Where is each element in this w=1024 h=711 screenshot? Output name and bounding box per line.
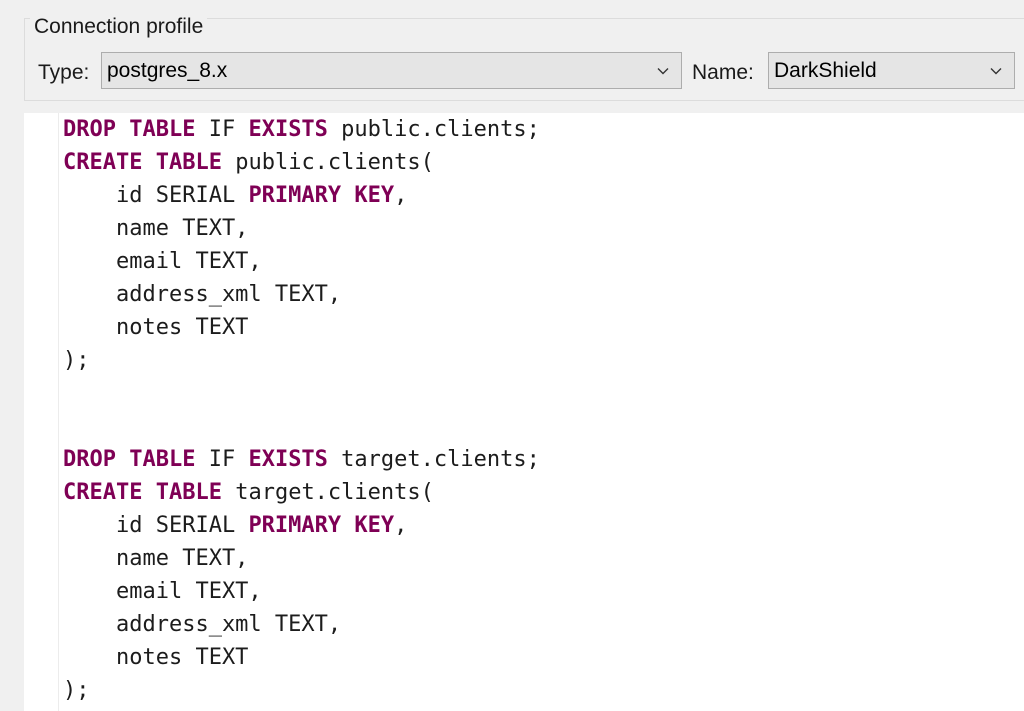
code-line: notes TEXT [63,641,540,674]
connection-profile-legend: Connection profile [30,14,208,40]
code-text: IF [195,447,249,472]
code-line: DROP TABLE IF EXISTS public.clients; [63,113,540,146]
connection-profile-group [24,18,1024,101]
code-text: ); [63,348,90,373]
code-text: id SERIAL [63,183,249,208]
code-line: CREATE TABLE target.clients( [63,476,540,509]
code-text [142,150,155,175]
code-text: ); [63,678,90,703]
code-text [341,513,354,538]
sql-keyword: KEY [354,513,395,538]
code-line: address_xml TEXT, [63,608,540,641]
code-line: ); [63,674,540,707]
sql-keyword: TABLE [129,117,196,142]
sql-keyword: DROP [63,447,116,472]
type-dropdown[interactable]: postgres_8.x [101,52,682,89]
sql-keyword: PRIMARY [248,513,342,538]
editor-gutter [58,113,59,711]
code-text: , [394,513,408,538]
sql-keyword: TABLE [155,150,222,175]
code-line: name TEXT, [63,542,540,575]
sql-keyword: TABLE [155,480,222,505]
code-line: notes TEXT [63,311,540,344]
type-dropdown-value: postgres_8.x [107,59,228,82]
code-line: email TEXT, [63,575,540,608]
chevron-down-icon [657,68,669,75]
code-line: address_xml TEXT, [63,278,540,311]
code-text: notes TEXT [63,315,249,340]
sql-keyword: EXISTS [248,117,328,142]
sql-code[interactable]: DROP TABLE IF EXISTS public.clients;CREA… [63,113,540,707]
code-text: IF [195,117,249,142]
code-line: name TEXT, [63,212,540,245]
code-text: email TEXT, [63,579,262,604]
code-text: public.clients( [221,150,434,175]
code-text: , [394,183,408,208]
sql-keyword: PRIMARY [248,183,342,208]
type-label: Type: [38,61,90,84]
code-text [116,447,129,472]
code-text [116,117,129,142]
sql-keyword: EXISTS [248,447,328,472]
code-line: id SERIAL PRIMARY KEY, [63,179,540,212]
sql-editor[interactable]: DROP TABLE IF EXISTS public.clients;CREA… [24,113,1024,711]
code-text: public.clients; [327,117,540,142]
name-dropdown-value: DarkShield [774,59,877,82]
sql-keyword: TABLE [129,447,196,472]
code-text: email TEXT, [63,249,262,274]
code-text: target.clients( [221,480,434,505]
code-text: name TEXT, [63,216,249,241]
code-line: email TEXT, [63,245,540,278]
code-line: DROP TABLE IF EXISTS target.clients; [63,443,540,476]
code-line: ); [63,344,540,377]
code-text: address_xml TEXT, [63,282,342,307]
code-text [341,183,354,208]
sql-keyword: CREATE [63,150,143,175]
chevron-down-icon [990,68,1002,75]
code-line [63,377,540,410]
code-text: address_xml TEXT, [63,612,342,637]
sql-keyword: DROP [63,117,116,142]
code-text: target.clients; [327,447,540,472]
name-dropdown[interactable]: DarkShield [768,52,1015,89]
code-line: id SERIAL PRIMARY KEY, [63,509,540,542]
code-line [63,410,540,443]
code-text: notes TEXT [63,645,249,670]
name-label: Name: [692,61,754,84]
code-line: CREATE TABLE public.clients( [63,146,540,179]
sql-keyword: KEY [354,183,395,208]
code-text [142,480,155,505]
sql-keyword: CREATE [63,480,143,505]
code-text: name TEXT, [63,546,249,571]
code-text: id SERIAL [63,513,249,538]
